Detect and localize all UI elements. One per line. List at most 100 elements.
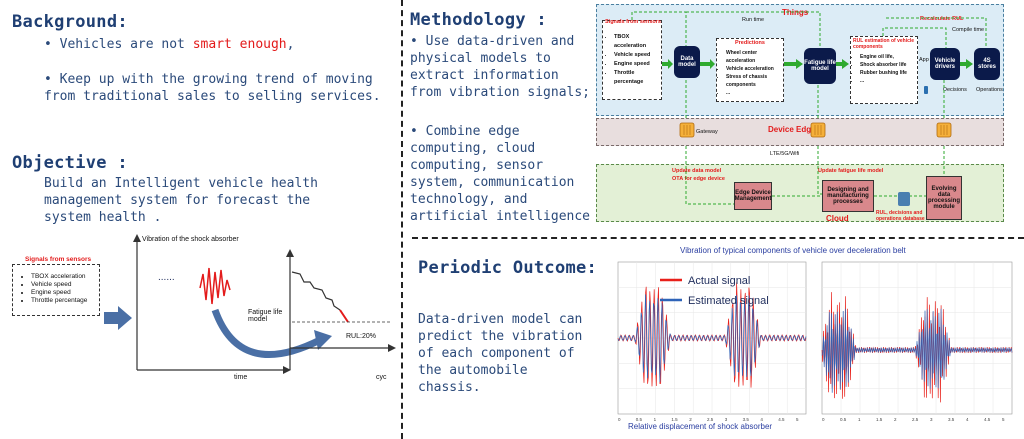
stores-node: 4S stores (974, 48, 1000, 80)
list-item: ... (860, 77, 907, 85)
list-item: Vehicle speed (31, 281, 87, 289)
horizontal-divider (412, 237, 1024, 239)
chart1-xlabel: time (234, 374, 248, 381)
list-item: Vehicle speed (614, 51, 661, 60)
list-item: Engine speed (614, 60, 661, 69)
things-label: Things (782, 8, 809, 17)
predictions-list: Wheel center acceleration Vehicle accele… (719, 49, 783, 97)
app-label: App (919, 57, 929, 63)
ellipsis-dots: ...... (158, 272, 175, 283)
vertical-divider (401, 0, 403, 439)
bullet-dot: • (44, 37, 60, 52)
sensor-signals-box: Signals from sensors TBOX acceleration V… (12, 256, 100, 316)
database-icon (898, 192, 910, 206)
x-tick-label: 2.5 (912, 417, 919, 422)
x-tick-label: 3 (725, 417, 728, 422)
gateway-label: Gateway (696, 129, 718, 135)
bullet-dot: • (410, 124, 426, 139)
data-model-node: Data model (674, 46, 700, 78)
x-tick-label: 4 (760, 417, 763, 422)
cloud-label: Cloud (826, 214, 849, 223)
x-tick-label: 1.5 (671, 417, 678, 422)
list-item: Engine speed (31, 289, 87, 297)
rul-estimation-box: RUL estimation of vehicle components Eng… (850, 36, 918, 104)
background-bullet-2: • Keep up with the growing trend of movi… (44, 72, 381, 104)
x-tick-label: 4.5 (984, 417, 991, 422)
ota-label: OTA for edge device (672, 176, 725, 182)
network-label: LTE/5G/Wifi (770, 151, 800, 157)
x-tick-label: 0 (618, 417, 621, 422)
operations-label: Operations (976, 87, 1003, 93)
vibration-signal (199, 267, 231, 305)
x-tick-label: 1.5 (876, 417, 883, 422)
design-mfg-box: Designing and manufacturing processes (822, 180, 874, 212)
device-edge-label: Device Edge (768, 125, 816, 134)
degradation-curve (291, 271, 341, 311)
legend-label: Actual signal (688, 275, 750, 287)
arch-sensor-box: Signals from sensors TBOX acceleration V… (602, 19, 662, 100)
chart1-ylabel: Vibration of the shock absorber (142, 236, 239, 243)
list-item: Wheel center acceleration (726, 49, 783, 65)
x-tick-label: 2.5 (707, 417, 714, 422)
edge-mgmt-box: Edge Device Management (734, 182, 772, 210)
architecture-diagram: Things Signals from sensors TBOX acceler… (596, 4, 1004, 224)
objective-title: Objective : (12, 153, 128, 173)
methodology-title: Methodology : (410, 10, 547, 30)
x-tick-label: 3.5 (948, 417, 955, 422)
sensor-signal-list: TBOX acceleration Vehicle speed Engine s… (23, 273, 87, 305)
legend-label: Estimated signal (688, 295, 769, 307)
device-edge-panel (596, 118, 1004, 146)
predictions-title: Predictions (735, 40, 765, 46)
list-item: TBOX acceleration (614, 33, 661, 51)
predictions-box: Predictions Wheel center acceleration Ve… (716, 38, 784, 102)
rul-label: RUL:20% (346, 333, 376, 340)
gateway-icon (679, 122, 952, 138)
rul-list: Engine oil life, Shock absorber life Rub… (853, 53, 907, 85)
list-item: ... (726, 89, 783, 97)
fatigue-model-node: Fatigue life model (804, 48, 836, 84)
bullet-dot: • (410, 34, 426, 49)
arch-sensor-title: Signals from sensors (605, 19, 661, 25)
fatigue-model-label: Fatigue life model (248, 309, 283, 323)
x-tick-label: 0 (822, 417, 825, 422)
rul-db-label: RUL, decisions and operations database (876, 210, 925, 222)
left-diagram-graphics (104, 234, 396, 374)
list-item: Shock absorber life (860, 61, 907, 69)
list-item: TBOX acceleration (31, 273, 87, 281)
x-tick-label: 3 (930, 417, 933, 422)
update-fatigue-label: Update fatigue life model (818, 168, 884, 174)
arch-sensor-list: TBOX acceleration Vehicle speed Engine s… (607, 33, 661, 87)
background-bullet-1: • Vehicles are not smart enough, (44, 37, 295, 52)
x-tick-label: 1 (858, 417, 861, 422)
series-estimated-line (821, 308, 1013, 393)
list-item: Vehicle acceleration (726, 65, 783, 73)
list-item: Throttle percentage (31, 297, 87, 305)
outcome-text: Data-driven model can predict the vibrat… (418, 312, 583, 395)
decisions-label: Decisions (943, 87, 967, 93)
arrow-right-icon (104, 306, 132, 330)
objective-text: Build an Intelligent vehicle health mana… (44, 176, 318, 225)
rul-estimation-title: RUL estimation of vehicle components (853, 38, 915, 50)
phone-icon (924, 86, 928, 94)
bullet-dot: • (44, 72, 60, 87)
vibration-chart-title: Vibration of typical components of vehic… (680, 246, 906, 255)
highlight-text: smart enough (192, 37, 287, 52)
methodology-bullet-1: • Use data-driven and physical models to… (410, 34, 591, 100)
run-time-label: Run time (742, 17, 765, 23)
methodology-bullet-2: • Combine edge computing, cloud computin… (410, 124, 591, 224)
architecture-connectors (631, 11, 987, 206)
series-estimated-line (617, 294, 807, 383)
x-tick-label: 4 (966, 417, 969, 422)
evolving-module-box: Evolving data processing module (926, 176, 962, 220)
vibration-chart-xlabel: Relative displacement of shock absorber (628, 422, 773, 431)
x-tick-label: 5 (1002, 417, 1005, 422)
list-item: Engine oil life, (860, 53, 907, 61)
update-data-model-label: Update data model (672, 168, 722, 174)
x-tick-label: 3.5 (743, 417, 750, 422)
x-tick-label: 5 (796, 417, 799, 422)
x-tick-label: 1 (654, 417, 657, 422)
vehicle-drivers-node: Vehicle drivers (930, 48, 960, 80)
compile-time-label: Compile time (952, 27, 985, 33)
x-tick-label: 2 (894, 417, 897, 422)
